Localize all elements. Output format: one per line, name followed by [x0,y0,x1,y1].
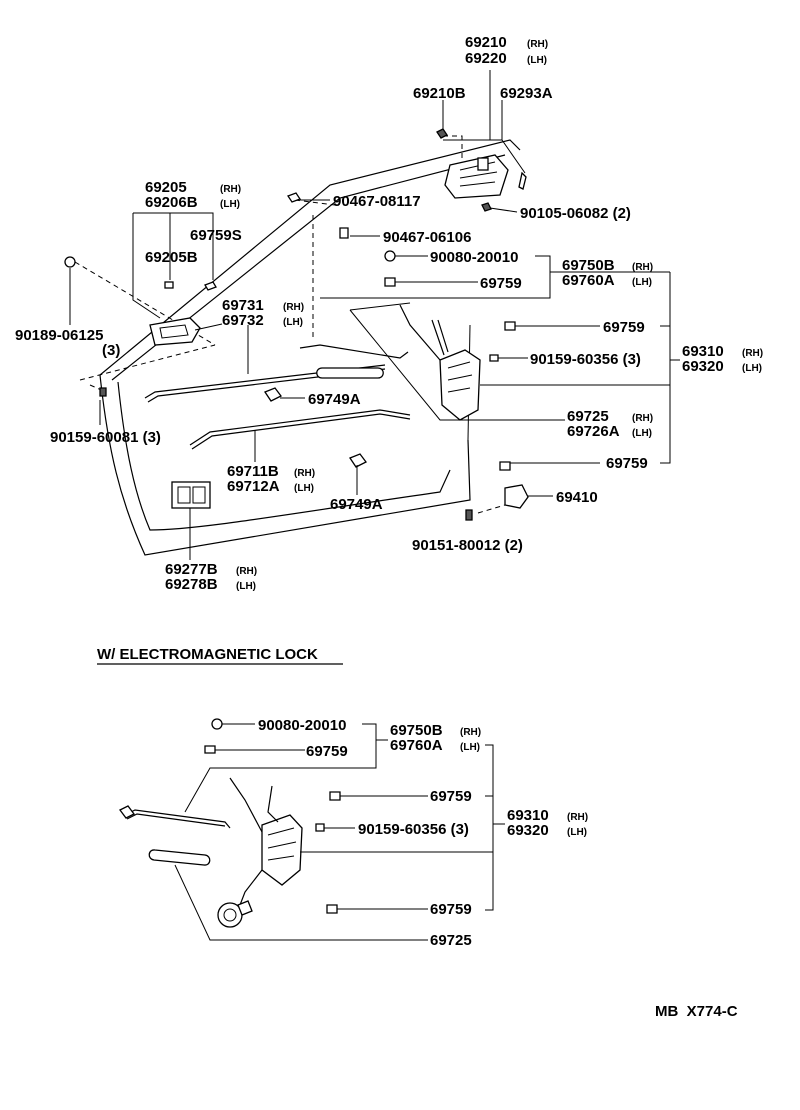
label-69210b: 69210B [413,85,466,102]
label-69293a: 69293A [500,85,553,102]
label-69750b: 69750B [562,257,615,274]
label-69750b-rh: (RH) [632,262,653,273]
label-b-90080-20010: 90080-20010 [258,717,346,734]
label-90189-qty: (3) [102,342,120,359]
clip-69293a [518,171,527,190]
label-b-69310-rh: (RH) [567,812,588,823]
label-69205-rh: (RH) [220,184,241,195]
label-69210-rh: (RH) [527,39,548,50]
label-69205: 69205 [145,179,187,196]
label-69759-c: 69759 [606,455,648,472]
label-90189-06125: 90189-06125 [15,327,103,344]
label-69726a: 69726A [567,423,620,440]
label-69725: 69725 [567,408,609,425]
bottom-rod [119,805,231,829]
bottom-rod-protector [148,849,211,866]
clips-69749a [264,387,367,468]
label-69759-b: 69759 [603,319,645,336]
fasteners-left [64,192,301,397]
label-b-69760a: 69760A [390,737,443,754]
figure-code: MB X774-C [655,1003,738,1020]
label-69731: 69731 [222,297,264,314]
switch-69277b [171,481,211,509]
label-69732: 69732 [222,312,264,329]
label-69320-lh: (LH) [742,363,762,374]
label-69725-rh: (RH) [632,413,653,424]
label-b-69750b-rh: (RH) [460,727,481,738]
inside-handle [149,317,201,346]
label-b-69310: 69310 [507,807,549,824]
label-69732-lh: (LH) [283,317,303,328]
label-69210: 69210 [465,34,507,51]
label-90080-20010: 90080-20010 [430,249,518,266]
lock-rods [144,304,441,450]
label-69759s: 69759S [190,227,242,244]
lock-fasteners [339,202,516,521]
label-69760a-lh: (LH) [632,277,652,288]
label-69220: 69220 [465,50,507,67]
rod-protector [316,367,384,379]
label-69760a: 69760A [562,272,615,289]
bottom-lock-assembly [229,777,303,906]
label-69206b: 69206B [145,194,198,211]
label-69278b: 69278B [165,576,218,593]
label-69320: 69320 [682,358,724,375]
label-b-69759-a: 69759 [306,743,348,760]
label-69749a-a: 69749A [308,391,361,408]
label-b-69759-b: 69759 [430,788,472,805]
label-69749a-b: 69749A [330,496,383,513]
section-title: W/ ELECTROMAGNETIC LOCK [97,646,318,663]
label-69711b: 69711B [227,463,279,480]
label-b-69320-lh: (LH) [567,827,587,838]
label-90151-80012: 90151-80012 (2) [412,537,523,554]
label-69277b-rh: (RH) [236,566,257,577]
label-b-69759-c: 69759 [430,901,472,918]
leader-lines-top [69,70,680,560]
label-90467-08117: 90467-08117 [333,193,421,210]
label-69205b: 69205B [145,249,198,266]
label-69726a-lh: (LH) [632,428,652,439]
label-b-69725: 69725 [430,932,472,949]
label-69712a: 69712A [227,478,280,495]
label-69759-a: 69759 [480,275,522,292]
striker-69410 [504,484,529,509]
label-90159-60356: 90159-60356 (3) [530,351,641,368]
label-b-90159-60356: 90159-60356 (3) [358,821,469,838]
label-69310-rh: (RH) [742,348,763,359]
label-b-69760a-lh: (LH) [460,742,480,753]
bottom-fasteners [204,718,341,914]
label-69712a-lh: (LH) [294,483,314,494]
label-90467-06106: 90467-06106 [383,229,471,246]
outside-handle-assembly [444,154,509,199]
label-69410: 69410 [556,489,598,506]
label-69206b-lh: (LH) [220,199,240,210]
label-69310: 69310 [682,343,724,360]
label-b-69320: 69320 [507,822,549,839]
screw-69210b [436,128,448,139]
label-90105-06082: 90105-06082 (2) [520,205,631,222]
label-90159-60081: 90159-60081 (3) [50,429,161,446]
solenoid-actuator [217,900,253,928]
label-69731-rh: (RH) [283,302,304,313]
label-b-69750b: 69750B [390,722,443,739]
door-lock-assembly [431,319,481,421]
leader-lines-bottom [174,723,505,941]
label-69220-lh: (LH) [527,55,547,66]
label-69277b: 69277B [165,561,218,578]
label-69278b-lh: (LH) [236,581,256,592]
label-69711b-rh: (RH) [294,468,315,479]
